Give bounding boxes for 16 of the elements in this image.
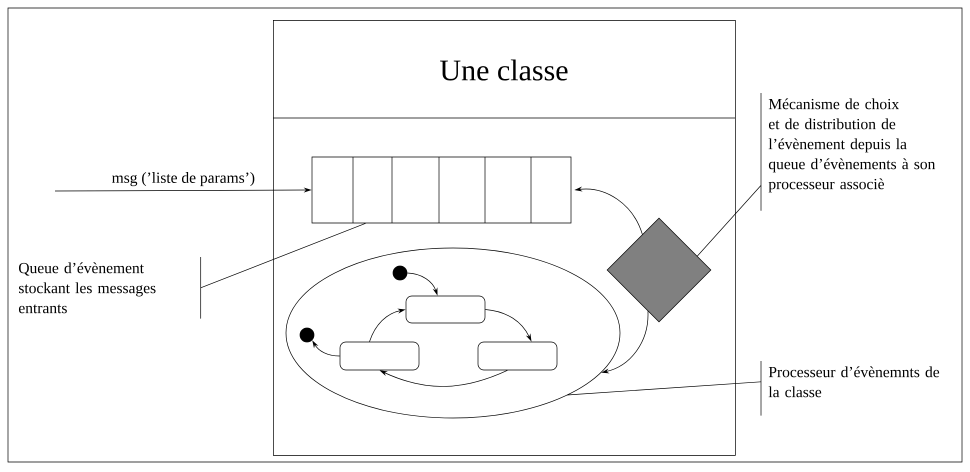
processor-ellipse [286, 248, 620, 418]
state-box [340, 342, 420, 370]
annotation-text: Processeur d’évènemnts de la classe [768, 366, 940, 398]
final-state-dot [300, 328, 314, 342]
leader-line [566, 381, 762, 396]
state-box [406, 296, 486, 324]
dispatcher-diamond [606, 218, 712, 322]
leader-line [200, 223, 366, 288]
initial-state-dot [392, 266, 408, 280]
state-box [478, 342, 558, 370]
event-queue [312, 156, 572, 224]
class-box: Une classe [272, 20, 736, 456]
annotation-text: Queue d’évènement stockant les messages entrants [18, 262, 156, 314]
leader-line [697, 185, 762, 256]
annotation-text: Mécanisme de choix et de distribution de l’évènement depuis la queue d’évènements à son processeur associè [768, 98, 936, 192]
edge-label: msg (’liste de params’) [110, 171, 256, 188]
